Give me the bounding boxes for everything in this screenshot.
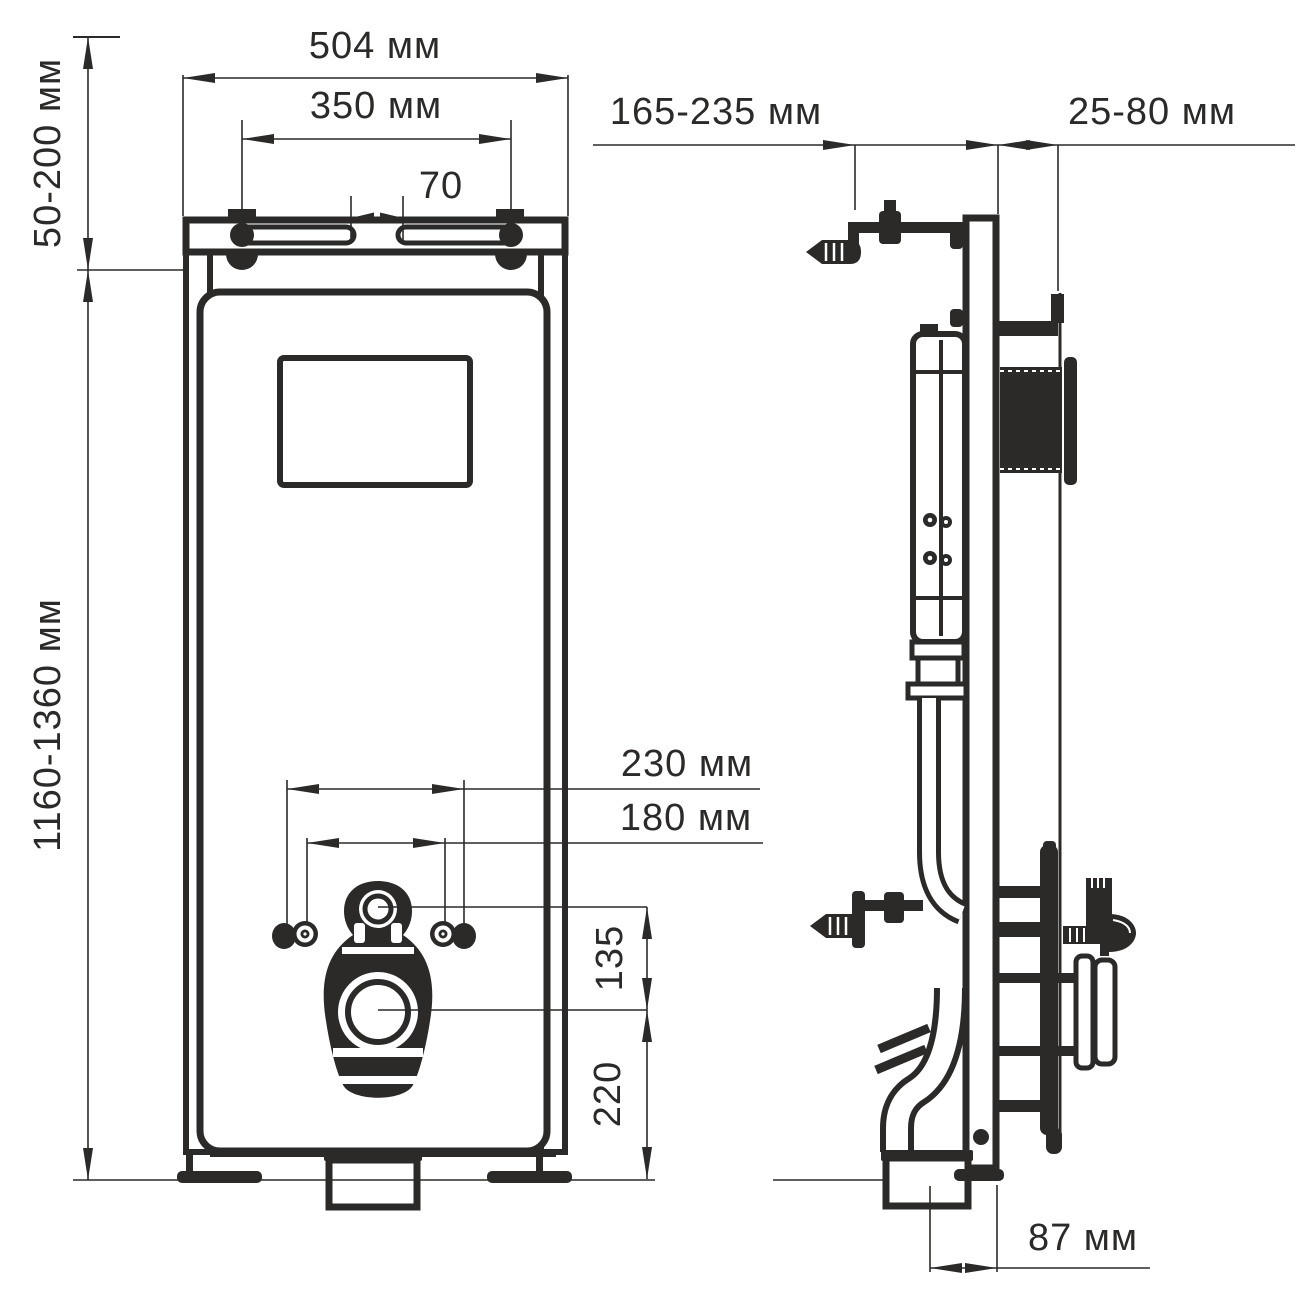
outlet-connector-group [996, 878, 1136, 1071]
front-right-foot [487, 1171, 572, 1183]
front-drain-box-lip [324, 1150, 422, 1161]
front-left-leg [186, 1155, 193, 1177]
side-drain-box-lip [881, 1150, 973, 1161]
dim-label-drain-offset: 87 мм [1028, 1217, 1138, 1259]
side-frame-post [962, 214, 1000, 1172]
dim-label-slot-gap: 70 [419, 165, 463, 207]
wall-flange-block [1000, 357, 1077, 485]
dim-label-port-to-outlet: 135 [589, 925, 631, 991]
dim-frame-width: 504 мм [182, 25, 569, 216]
dim-drain-offset: 87 мм [929, 1185, 1150, 1273]
dim-top-adjust-range: 50-200 мм [27, 36, 186, 271]
cistern-tank [905, 324, 969, 701]
dim-label-frame-to-wall: 25-80 мм [1068, 91, 1236, 133]
dim-label-hanger-bolt-spacing: 350 мм [310, 85, 442, 127]
dim-outer-fixing-spacing: 230 мм [286, 743, 760, 930]
side-drain-box [882, 1154, 972, 1210]
water-supply-bar [996, 321, 1058, 336]
hanger-hook-right [495, 254, 527, 270]
top-tab-right [496, 209, 524, 220]
wall-dowel-bottom [810, 914, 862, 938]
drain-elbow [874, 987, 968, 1152]
dim-label-outlet-to-floor: 220 [587, 1061, 629, 1127]
fixing-bolt-right [430, 921, 476, 949]
hanger-bolt-right [499, 223, 523, 247]
lower-wall-anchor [810, 891, 923, 948]
dim-label-frame-height-range: 1160-1360 мм [27, 598, 69, 852]
side-view [773, 200, 1136, 1210]
outlet-flange-outer [1092, 957, 1118, 1067]
hanger-slot-right [395, 224, 515, 246]
dim-inner-fixing-spacing: 180 мм [306, 797, 763, 922]
dim-hanger-bolt-spacing: 350 мм [241, 85, 512, 226]
dim-wall-offsets: 165-235 мм 25-80 мм [593, 91, 1295, 291]
hanger-slot-left [238, 224, 357, 246]
dim-label-top-adjust-range: 50-200 мм [27, 58, 69, 248]
dim-port-to-outlet: 135 [378, 906, 652, 1011]
hanger-hook-left [226, 254, 258, 270]
front-left-foot [177, 1171, 262, 1183]
flush-pipe [917, 698, 968, 925]
dim-slot-gap: 70 [350, 165, 477, 244]
post-bolt-dot [973, 1129, 989, 1145]
lower-wall-plate [996, 841, 1062, 1154]
outlet-fixture [323, 881, 433, 1098]
dim-outlet-to-floor: 220 [587, 1010, 652, 1179]
cone-cap [1109, 914, 1136, 952]
side-foot [954, 1169, 1004, 1181]
hanger-bolt-left [230, 223, 254, 247]
front-right-leg [536, 1155, 543, 1177]
dim-frame-height-range: 1160-1360 мм [27, 270, 93, 1180]
dim-label-frame-width: 504 мм [309, 25, 441, 67]
front-view [73, 209, 655, 1211]
outlet-flange-inner [1073, 953, 1096, 1071]
dim-label-outer-fixing-spacing: 230 мм [621, 743, 753, 785]
inspection-window [277, 355, 473, 488]
top-wall-anchor [806, 200, 966, 264]
dim-label-inner-fixing-spacing: 180 мм [620, 797, 752, 839]
dim-label-bracket-to-frame: 165-235 мм [610, 91, 822, 133]
front-drain-box [325, 1156, 421, 1211]
fixing-bolt-left [272, 921, 318, 949]
